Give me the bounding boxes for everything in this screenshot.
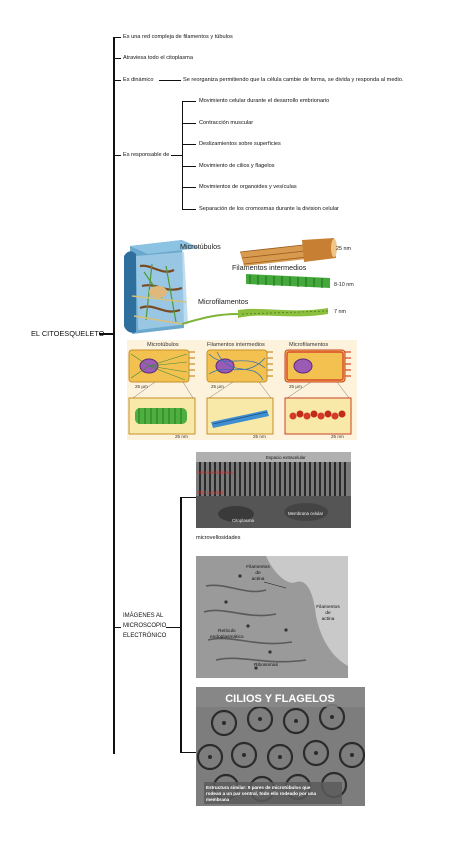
resp-tick-3 (182, 144, 196, 145)
images-label: IMÁGENES AL MICROSCOPIO ELECTRÓNICO (123, 611, 166, 641)
images-bracket (180, 497, 182, 752)
main-bracket-vertical (113, 37, 115, 754)
cilia-micrograph-svg: CILIOS Y FLAGELOS Estructura similar: 9 … (196, 687, 365, 806)
intermediate-label: Filamentos intermedios (232, 263, 307, 272)
root-connector (99, 333, 114, 335)
resp-tick-4 (182, 166, 196, 167)
responsible-item-1: Movimiento celular durante el desarrollo… (199, 98, 330, 104)
responsible-item-5: Movimientos de organoides y vesículas (199, 184, 297, 190)
panel-title-microtubules: Microtúbulos (147, 342, 179, 348)
cilia-micrograph: CILIOS Y FLAGELOS Estructura similar: 9 … (196, 687, 365, 806)
reticulum-label-line-1: Retículo (218, 628, 236, 634)
dynamic-connector (159, 80, 181, 81)
actin-label-1-line-2: de (255, 570, 261, 576)
microvilli-caption: microvellosidades (196, 535, 241, 541)
cytoplasm-text: Atraviesa todo el citoplasma (123, 55, 193, 61)
panel-title-intermediate: Filamentos intermedios (207, 342, 265, 348)
resp-tick-6 (182, 209, 196, 210)
actin-label-2-line-3: actina (322, 616, 335, 622)
terminal-web-red-label: Red terminal (198, 490, 223, 495)
images-connector (114, 627, 121, 628)
actin-label-1-line-1: Filamentos (246, 564, 270, 570)
cilia-title: CILIOS Y FLAGELOS (225, 693, 335, 705)
panel-scale-bottom-3: 25 nm (331, 434, 344, 439)
branch-tick-3 (114, 80, 121, 81)
branch-tick-1 (114, 37, 121, 38)
responsible-connector (171, 155, 182, 156)
panel-scale-top-3: 25 μm (289, 384, 302, 389)
cilia-caption-line-2: rodean a un par central, todo ello rodea… (206, 791, 316, 796)
root-label: EL CITOESQUELETO (31, 329, 105, 338)
cytoplasm-em-label: Citoplasma (232, 518, 255, 523)
images-connector-2 (166, 627, 180, 628)
microtubules-label: Microtúbulos (180, 242, 221, 251)
actin-micrograph: Filamentos de actina Filamentos de actin… (196, 556, 348, 678)
microfilaments-size: 7 nm (334, 309, 346, 315)
extracellular-label: Espacio extracelular (266, 455, 306, 460)
microfilaments-label: Microfilamentos (198, 297, 249, 306)
images-label-line-2: MICROSCOPIO (123, 623, 167, 629)
images-label-line-1: IMÁGENES AL (123, 613, 164, 619)
microvilli-red-label: Microvellosidades (198, 470, 234, 475)
dynamic-detail: Se reorganiza permitiendo que la célula … (183, 77, 404, 83)
microtubules-size: 25 nm (336, 246, 351, 252)
intermediate-size: 8-10 nm (334, 282, 354, 288)
resp-tick-1 (182, 101, 196, 102)
panel-scale-bottom-2: 25 nm (253, 434, 266, 439)
cytoskeleton-panels-illustration: Microtúbulos Filamentos intermedios Micr… (127, 340, 357, 440)
actin-micrograph-svg: Filamentos de actina Filamentos de actin… (196, 556, 348, 678)
responsible-label: Es responsable de (123, 152, 170, 158)
responsible-item-3: Deslizamientos sobre superficies (199, 141, 281, 147)
actin-label-1-line-3: actina (252, 576, 265, 582)
responsible-item-2: Contracción muscular (199, 120, 254, 126)
responsible-item-4: Movimiento de cilios y flagelos (199, 163, 275, 169)
cilia-caption-line-3: membrana (206, 797, 230, 802)
cell-membrane-em-label: Membrana celular (288, 511, 324, 516)
microvilli-micrograph-svg: Espacio extracelular Microvellosidades R… (196, 452, 351, 528)
cilia-caption-line-1: Estructura similar: 9 pares de microtúbu… (206, 785, 311, 790)
resp-tick-5 (182, 187, 196, 188)
images-tick-top (180, 497, 196, 498)
microvilli-micrograph: Espacio extracelular Microvellosidades R… (196, 452, 351, 528)
cytoskeleton-3d-illustration: Microtúbulos 25 nm Filamentos intermedio… (122, 236, 362, 336)
branch-tick-2 (114, 58, 121, 59)
panel-scale-top-1: 25 μm (135, 384, 148, 389)
panel-scale-top-2: 25 μm (211, 384, 224, 389)
ribosomes-label: Ribosomas (254, 662, 279, 668)
images-label-line-3: ELECTRÓNICO (123, 633, 167, 639)
actin-label-2-line-2: de (325, 610, 331, 616)
panel-scale-bottom-1: 25 nm (175, 434, 188, 439)
actin-label-2-line-1: Filamentos (316, 604, 340, 610)
panel-title-microfilaments: Microfilamentos (289, 342, 328, 348)
resp-tick-2 (182, 123, 196, 124)
reticulum-label-line-2: endoplasmático (210, 634, 244, 640)
definition-text: Es una red compleja de filamentos y túbu… (123, 34, 233, 40)
dynamic-label: Es dinámico (123, 77, 154, 83)
cytoskeleton-panels-svg: Microtúbulos Filamentos intermedios Micr… (127, 340, 357, 440)
responsible-item-6: Separación de los cromosmas durante la d… (199, 206, 339, 212)
responsible-bracket (182, 101, 183, 209)
images-tick-bottom (180, 752, 196, 753)
branch-tick-4 (114, 155, 121, 156)
cytoskeleton-3d-svg: Microtúbulos 25 nm Filamentos intermedio… (124, 238, 354, 334)
